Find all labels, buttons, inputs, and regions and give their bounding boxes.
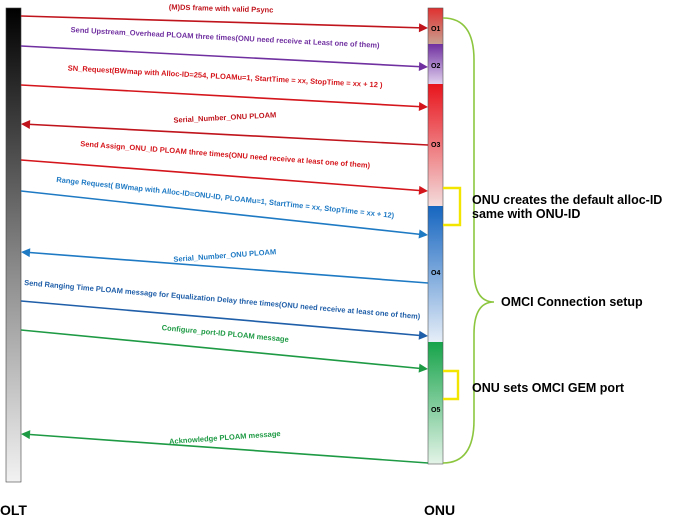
- message-9-arrow: [20, 329, 427, 370]
- state-o4-label: O4: [431, 270, 440, 277]
- message-10-arrow: [22, 433, 429, 464]
- message-7-label: Serial_Number_ONU PLOAM: [173, 247, 276, 264]
- message-9-arrowhead: [418, 363, 428, 373]
- message-1-arrowhead: [418, 23, 428, 33]
- message-1-arrow: [20, 15, 427, 29]
- state-o2-label: O2: [431, 63, 440, 70]
- message-5-arrowhead: [418, 185, 428, 195]
- message-10-arrowhead: [21, 430, 31, 440]
- message-5-arrow: [20, 159, 427, 192]
- message-2-arrowhead: [418, 62, 428, 72]
- message-6-arrow: [20, 190, 427, 236]
- onu-lifeline: [427, 7, 444, 465]
- state-o1-label: O1: [431, 26, 440, 33]
- message-7-arrowhead: [21, 248, 31, 258]
- message-7-arrow: [22, 251, 429, 284]
- message-5-label: Send Assign_ONU_ID PLOAM three times(ONU…: [80, 139, 371, 170]
- message-4-arrowhead: [21, 119, 31, 129]
- message-1-label: (M)DS frame with valid Psync: [169, 2, 274, 14]
- message-3-arrow: [20, 84, 427, 108]
- gem-port-bracket: [443, 369, 460, 401]
- gem-port-note: ONU sets OMCI GEM port: [472, 381, 625, 395]
- omci-connection-note: OMCI Connection setup: [501, 295, 643, 309]
- olt-label: OLT: [0, 502, 27, 518]
- message-3-arrowhead: [418, 102, 428, 112]
- message-2-label: Send Upstream_Overhead PLOAM three times…: [70, 25, 380, 50]
- alloc-id-note-line2: same with ONU-ID: [472, 207, 580, 221]
- omci-curly-brace: [442, 17, 495, 464]
- message-9-label: Configure_port-ID PLOAM message: [161, 323, 289, 344]
- message-3-label: SN_Request(BWmap with Alloc-ID=254, PLOA…: [68, 63, 384, 89]
- state-o3-bar: [428, 84, 443, 206]
- state-o4-bar: [428, 206, 443, 342]
- message-2-arrow: [20, 45, 427, 68]
- alloc-id-note-line1: ONU creates the default alloc-ID: [472, 193, 662, 207]
- onu-lifeline-frame: [427, 7, 444, 465]
- message-6-arrowhead: [418, 229, 428, 239]
- state-o5-label: O5: [431, 407, 440, 414]
- message-8-arrowhead: [418, 330, 428, 340]
- state-o3-label: O3: [431, 142, 440, 149]
- alloc-id-bracket: [443, 186, 462, 227]
- olt-lifeline: [5, 7, 22, 483]
- state-o5-bar: [428, 342, 443, 464]
- message-8-label: Send Ranging Time PLOAM message for Equa…: [24, 278, 421, 321]
- message-4-label: Serial_Number_ONU PLOAM: [173, 110, 276, 124]
- message-4-arrow: [22, 123, 429, 146]
- state-o1-bar: [428, 8, 443, 44]
- message-8-arrow: [20, 300, 427, 337]
- state-o2-bar: [428, 44, 443, 84]
- onu-label: ONU: [424, 502, 455, 518]
- message-10-label: Acknowledge PLOAM message: [169, 429, 281, 446]
